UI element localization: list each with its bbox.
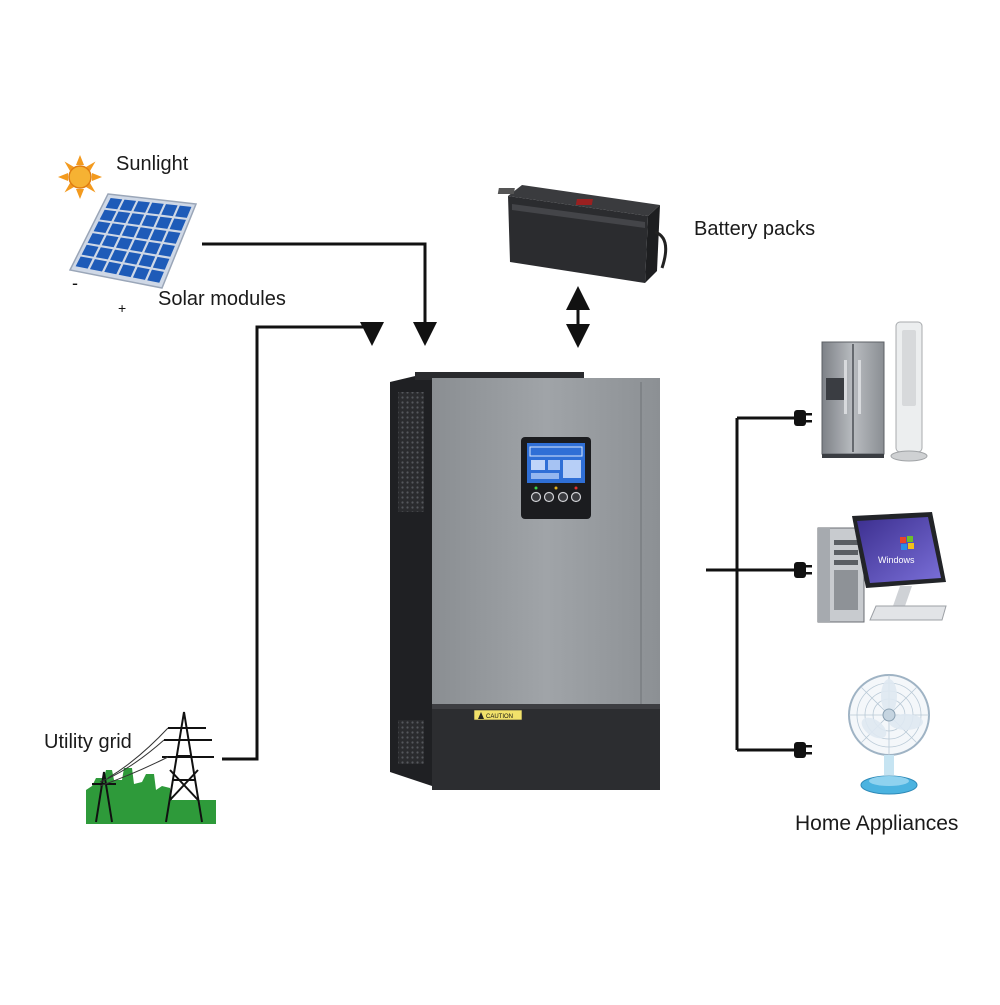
monitor-screen bbox=[857, 517, 941, 583]
solar-cell bbox=[147, 202, 164, 215]
solar-cell bbox=[127, 213, 145, 226]
solar-cell bbox=[138, 254, 156, 268]
plug-icon bbox=[794, 742, 812, 758]
solar-cell bbox=[147, 269, 164, 283]
solar-cell bbox=[75, 256, 93, 269]
battery-packs-label: Battery packs bbox=[694, 218, 816, 240]
panel-button[interactable] bbox=[530, 491, 542, 503]
solar-cell bbox=[110, 249, 127, 262]
solar-cell bbox=[161, 204, 178, 217]
solar-cell bbox=[135, 227, 153, 240]
solar-cell bbox=[130, 239, 147, 253]
utility-grid-label: Utility grid bbox=[44, 731, 132, 753]
solar-cell bbox=[152, 256, 170, 270]
solar-cell bbox=[132, 266, 150, 280]
solar-cell bbox=[113, 211, 131, 224]
plug-icon bbox=[794, 562, 812, 578]
panel-button[interactable] bbox=[557, 491, 569, 503]
panel-button[interactable] bbox=[543, 491, 555, 503]
windows-logo-icon bbox=[900, 536, 914, 550]
home-appliances-label: Home Appliances bbox=[795, 812, 959, 835]
battery-icon bbox=[497, 185, 668, 283]
solar-cell bbox=[105, 198, 123, 210]
solar-cell bbox=[95, 247, 113, 260]
caution-label: CAUTION bbox=[486, 714, 513, 720]
computer-icon bbox=[817, 527, 865, 623]
solar-cell bbox=[169, 218, 186, 231]
solar-cell bbox=[124, 252, 142, 265]
windows-label: Windows bbox=[878, 555, 915, 565]
solar-cell bbox=[119, 199, 137, 212]
solar-cell bbox=[144, 241, 161, 255]
solar-cell bbox=[121, 225, 139, 238]
solar-cell bbox=[141, 214, 159, 227]
tower-fan-icon bbox=[890, 321, 928, 462]
solar-cell bbox=[155, 216, 173, 229]
connection-lines bbox=[202, 242, 794, 761]
caution-sticker bbox=[473, 709, 523, 721]
panel-minus-sign: - bbox=[72, 273, 78, 293]
desk-fan-icon bbox=[848, 674, 930, 795]
solar-cell bbox=[158, 244, 175, 257]
monitor-icon: Windows bbox=[852, 512, 947, 621]
lcd-control-panel bbox=[521, 437, 591, 519]
solar-cell bbox=[87, 233, 105, 245]
sunlight-label: Sunlight bbox=[116, 153, 189, 175]
solar-modules-label: Solar modules bbox=[158, 288, 286, 310]
sun-icon bbox=[58, 155, 102, 199]
utility-grid-icon bbox=[86, 711, 216, 824]
solar-cell bbox=[104, 261, 122, 275]
solar-panel-icon bbox=[68, 193, 198, 289]
refrigerator-icon bbox=[821, 341, 885, 458]
panel-button[interactable] bbox=[570, 491, 582, 503]
solar-cell bbox=[133, 201, 150, 213]
solar-cell bbox=[118, 264, 136, 278]
grid-to-inverter-line bbox=[222, 322, 384, 761]
solar-cell bbox=[81, 244, 99, 257]
solar-to-inverter-line bbox=[202, 242, 437, 346]
solar-cell bbox=[175, 205, 192, 218]
solar-cell bbox=[163, 231, 181, 244]
solar-cell bbox=[101, 235, 119, 248]
solar-cell bbox=[99, 209, 117, 222]
plug-icon bbox=[794, 410, 812, 426]
panel-plus-sign: + bbox=[118, 300, 126, 316]
inverter-unit: CAUTION bbox=[390, 372, 660, 790]
solar-cell bbox=[115, 237, 133, 250]
solar-cell bbox=[149, 229, 167, 242]
solar-cell bbox=[89, 259, 107, 272]
solar-cell bbox=[107, 223, 125, 236]
solar-cell bbox=[93, 221, 111, 234]
